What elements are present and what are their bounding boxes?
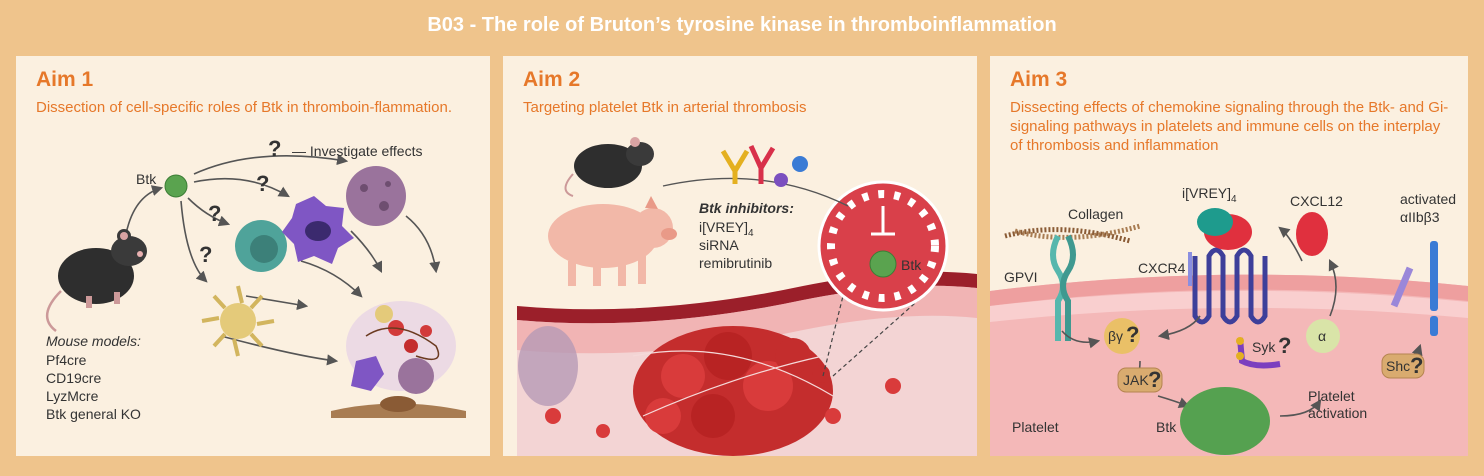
inhibitor-item: siRNA bbox=[699, 237, 739, 253]
activated-label: activated bbox=[1400, 191, 1456, 207]
monocyte-icon bbox=[346, 166, 406, 226]
pathway-arrows bbox=[125, 154, 441, 366]
platelet-activation-label: activation bbox=[1308, 405, 1367, 421]
collagen-label: Collagen bbox=[1068, 206, 1123, 222]
investigate-effects-label: — Investigate effects bbox=[292, 143, 422, 159]
cxcl12-chemokine-icon bbox=[1296, 212, 1328, 256]
aim-3-heading: Aim 3 bbox=[1010, 68, 1068, 91]
aim-1-heading: Aim 1 bbox=[36, 68, 94, 91]
question-mark: ? bbox=[1148, 367, 1161, 392]
aim-2-description: Targeting platelet Btk in arterial throm… bbox=[523, 99, 807, 116]
by-label: βγ bbox=[1108, 328, 1123, 344]
aim-2-illustration: Btk bbox=[517, 137, 977, 456]
syk-kinase-icon bbox=[1237, 337, 1281, 369]
btk-molecule-icon bbox=[164, 174, 188, 198]
question-mark: ? bbox=[1410, 353, 1423, 378]
platelet-zoom-icon bbox=[817, 180, 949, 312]
g-beta-gamma-icon bbox=[1104, 318, 1140, 354]
question-mark: ? bbox=[1126, 322, 1139, 347]
question-mark: ? bbox=[256, 171, 269, 196]
platelet-membrane bbox=[990, 274, 1468, 456]
cxcl12-label: CXCL12 bbox=[1290, 193, 1343, 209]
question-mark: ? bbox=[199, 242, 212, 267]
inhibitor-item: i[VREY] bbox=[699, 219, 748, 235]
aim-3-illustration: Collagen GPVI CXCR4 i[VREY]4 CXCL12 bbox=[990, 185, 1468, 456]
g-alpha-icon bbox=[1306, 319, 1340, 353]
aim-3-description: Dissecting effects of chemokine signalin… bbox=[1010, 99, 1449, 154]
collagen-fiber-icon bbox=[1004, 227, 1131, 244]
gpvi-label: GPVI bbox=[1004, 269, 1037, 285]
shc-adaptor-icon bbox=[1381, 353, 1425, 379]
thrombus-clot-icon bbox=[632, 326, 834, 456]
aim-1-description: Dissection of cell-specific roles of Btk… bbox=[36, 99, 452, 116]
alpha-label: α bbox=[1318, 328, 1326, 344]
mouse-icon bbox=[564, 137, 654, 197]
inhibitors-heading: Btk inhibitors: bbox=[699, 200, 794, 216]
mouse-model-item: Btk general KO bbox=[46, 406, 141, 422]
pig-icon bbox=[548, 196, 677, 286]
mouse-icon bbox=[46, 229, 147, 332]
mouse-model-item: Pf4cre bbox=[46, 352, 87, 368]
integrin-icon bbox=[1390, 241, 1438, 336]
platelet-activation-label: Platelet bbox=[1308, 388, 1355, 404]
leukocyte-icon bbox=[518, 326, 578, 406]
syk-label: Syk bbox=[1252, 339, 1276, 355]
panel-aim-2: Aim 2 Targeting platelet Btk in arterial… bbox=[503, 56, 977, 456]
mouse-model-item: LyzMcre bbox=[46, 388, 99, 404]
mouse-models-heading: Mouse models: bbox=[46, 333, 141, 349]
btk-label: Btk bbox=[901, 257, 922, 273]
platelet-activated-icon bbox=[201, 285, 275, 357]
inhibitor-item: remibrutinib bbox=[699, 255, 772, 271]
panel-aim-3: Aim 3 Dissecting effects of chemokine si… bbox=[990, 56, 1468, 456]
aim-2-heading: Aim 2 bbox=[523, 68, 581, 91]
svg-text:i[VREY]4: i[VREY]4 bbox=[1182, 185, 1237, 205]
cxcr4-label: CXCR4 bbox=[1138, 260, 1186, 276]
inhibitor-molecules-icon bbox=[720, 144, 808, 187]
jak-label: JAK bbox=[1123, 372, 1149, 388]
mouse-model-item: CD19cre bbox=[46, 370, 101, 386]
aim-1-illustration: ? ? ? ? — Investigate effects Btk Mouse … bbox=[46, 136, 466, 422]
panel-aim-1: Aim 1 Dissection of cell-specific roles … bbox=[16, 56, 490, 456]
cxcr4-receptor-icon bbox=[1188, 247, 1268, 325]
gpvi-receptor-icon bbox=[1050, 234, 1066, 341]
shc-label: Shc bbox=[1386, 358, 1410, 374]
platelet-label: Platelet bbox=[1012, 419, 1059, 435]
vrey-label: i[VREY] bbox=[1182, 185, 1231, 201]
btk-kinase-icon bbox=[1180, 387, 1270, 455]
svg-text:i[VREY]4: i[VREY]4 bbox=[699, 219, 754, 239]
thrombus-icon bbox=[331, 301, 466, 418]
integrin-label: αIIbβ3 bbox=[1400, 209, 1440, 225]
btk-label: Btk bbox=[136, 171, 157, 187]
question-mark: ? bbox=[208, 201, 221, 226]
question-mark: ? bbox=[268, 136, 281, 161]
btk-label: Btk bbox=[1156, 419, 1177, 435]
figure-title: B03 - The role of Bruton’s tyrosine kina… bbox=[427, 14, 1057, 36]
jak-kinase-icon bbox=[1117, 367, 1163, 393]
question-mark: ? bbox=[1278, 333, 1291, 358]
